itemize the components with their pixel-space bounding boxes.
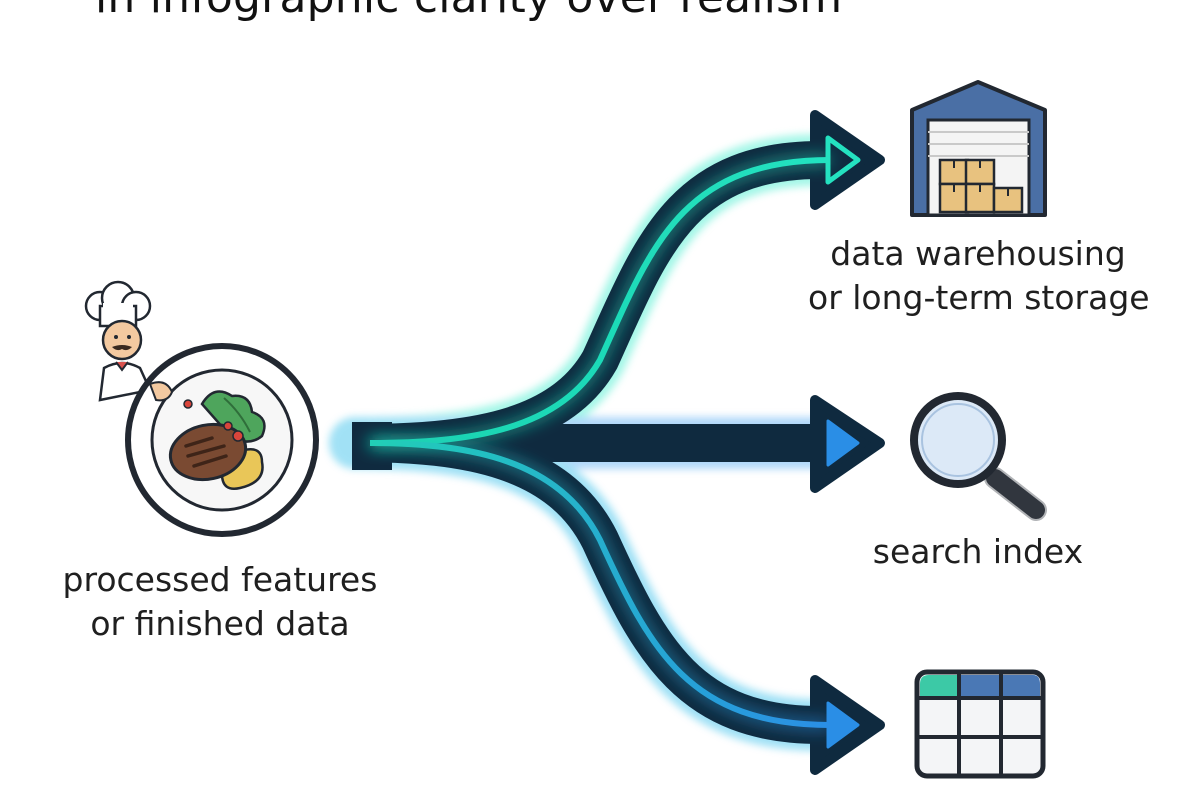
chef-plate-icon xyxy=(84,280,319,537)
search-index-label-line1: search index xyxy=(872,532,1084,571)
search-index-label: search index xyxy=(848,530,1108,574)
warehouse-label: data warehousing or long-term storage xyxy=(808,232,1150,320)
warehouse-label-line1: data warehousing xyxy=(830,234,1126,273)
source-label-line1: processed features xyxy=(62,560,378,599)
table-grid-icon xyxy=(914,669,1046,779)
flow-branch-top xyxy=(354,141,821,462)
warehouse-icon xyxy=(910,80,1047,217)
diagram-title: in infographic clarity over realism xyxy=(95,0,842,28)
warehouse-label-line2: or long-term storage xyxy=(808,278,1150,317)
search-magnifier-icon xyxy=(910,392,1047,521)
chef-hat-icon xyxy=(84,280,152,328)
flow-arrows xyxy=(329,110,885,775)
source-label: processed features or finished data xyxy=(40,558,400,646)
source-label-line2: or finished data xyxy=(90,604,350,643)
